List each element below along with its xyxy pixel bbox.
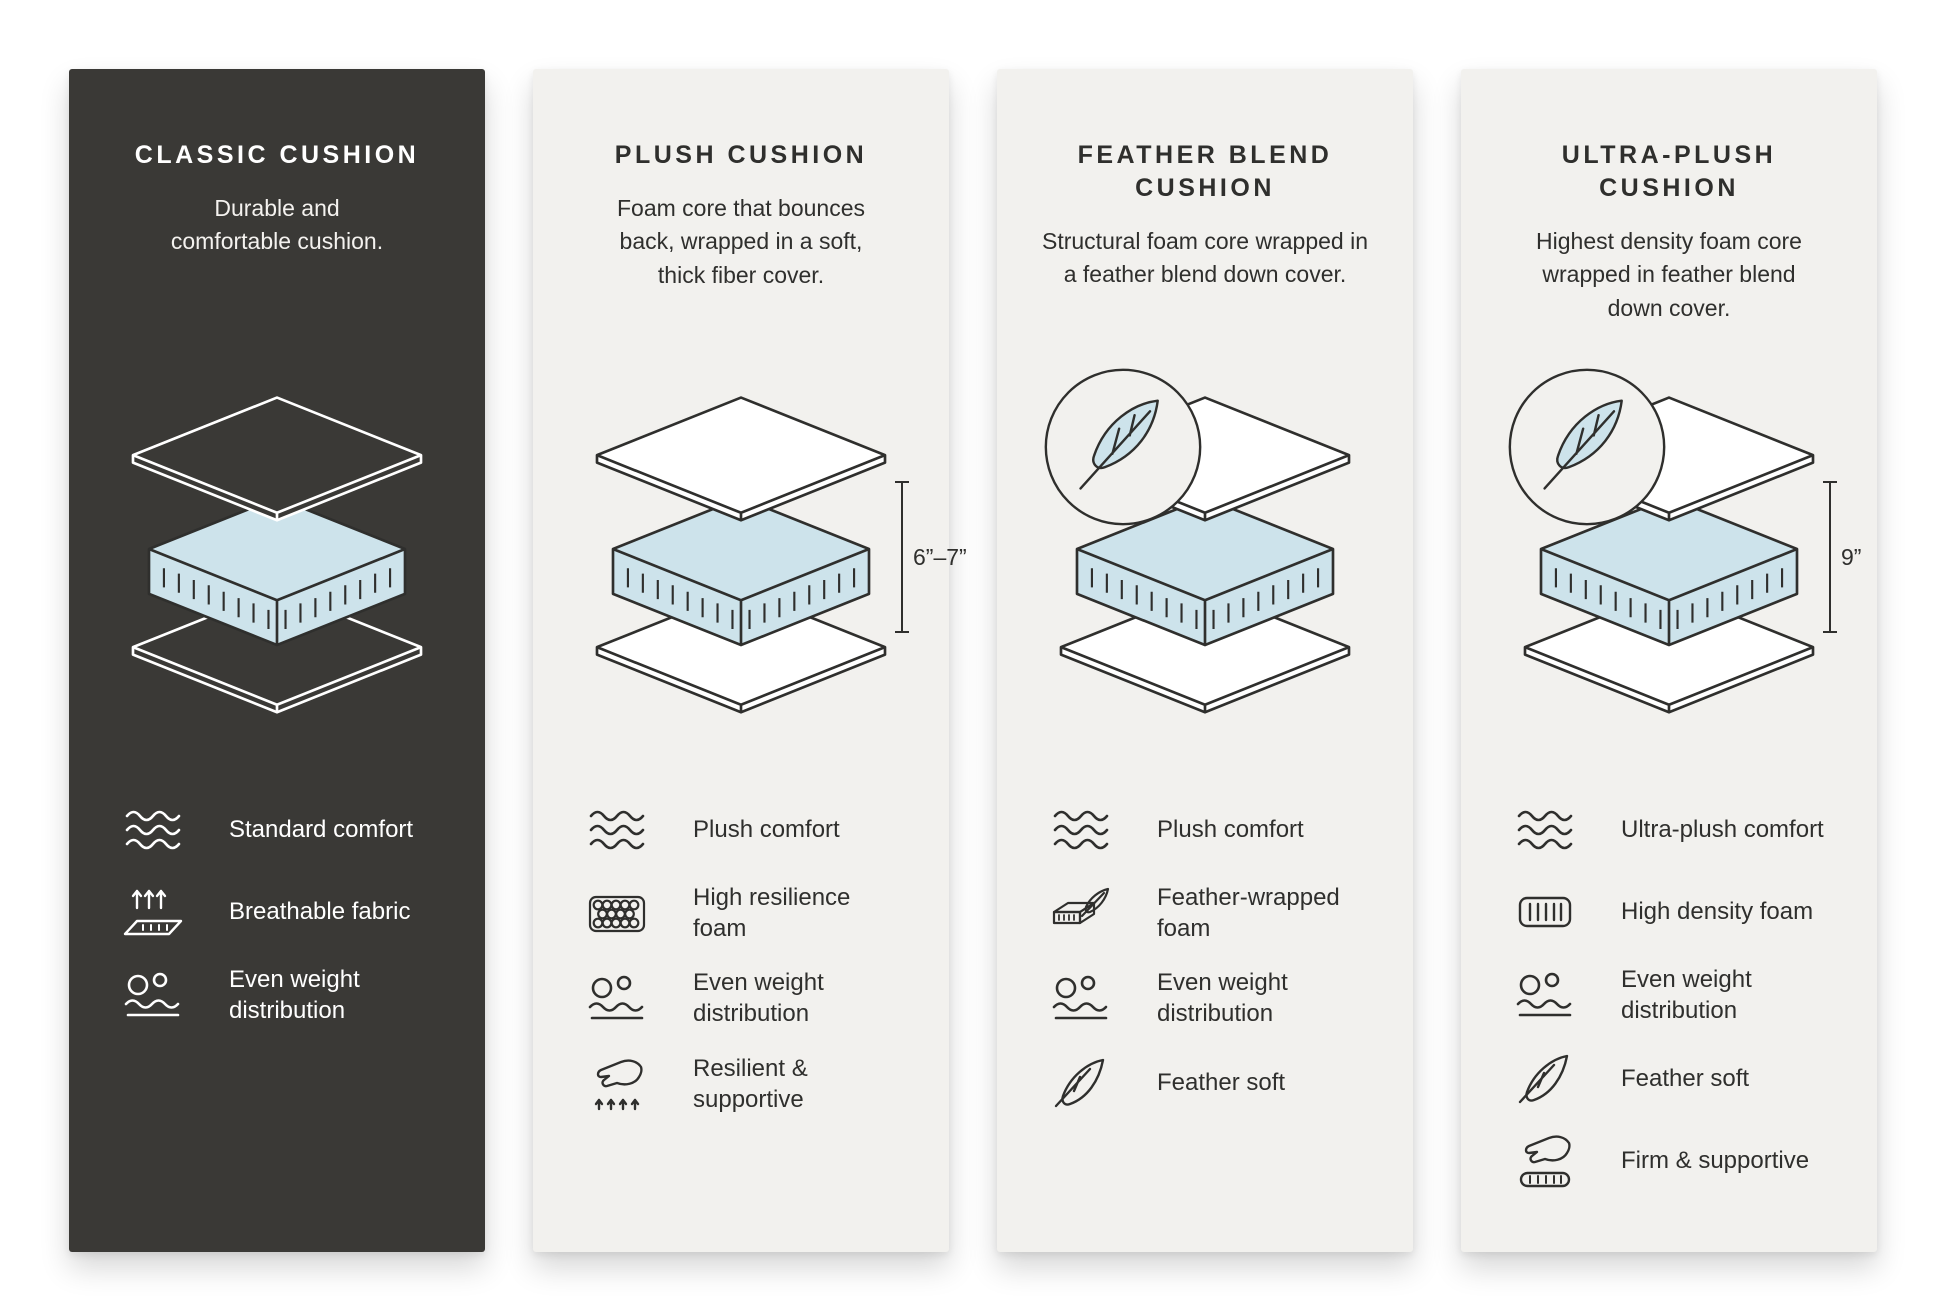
panel-description: Highest density foam core wrapped in fea… [1536, 228, 1802, 321]
feature-item: Breathable fabric [121, 883, 445, 941]
cushion-layers-diagram: 6”–7” [573, 339, 967, 801]
feature-label: Plush comfort [693, 815, 840, 843]
feather-badge-icon [1505, 365, 1669, 529]
feature-label: Even weight distribution [693, 969, 824, 1028]
firm-support-icon [1513, 1133, 1577, 1189]
feature-label: Even weight distribution [1157, 969, 1288, 1028]
dimension-label: 6”–7” [913, 543, 967, 570]
feature-label: Even weight distribution [1621, 966, 1752, 1024]
feather-foam-icon [1049, 886, 1113, 942]
feature-item: Plush comfort [585, 801, 909, 859]
feature-label: High resilience foam [693, 884, 851, 942]
feature-item: Firm & supportive [1513, 1132, 1837, 1190]
feature-label: Breathable fabric [229, 897, 411, 925]
panel-description: Structural foam core wrapped in a feathe… [1042, 228, 1368, 288]
feature-item: Even weight distribution [1513, 965, 1837, 1026]
breathable-icon [121, 884, 185, 940]
panel-title: FEATHER BLEND CUSHION [1077, 141, 1333, 202]
feature-label: Even weight distribution [229, 966, 360, 1024]
feature-item: Even weight distribution [121, 965, 445, 1026]
hand-press-icon [585, 1057, 649, 1113]
panel-description: Foam core that bounces back, wrapped in … [616, 195, 866, 288]
height-dimension: 6”–7” [895, 481, 967, 633]
feature-list: Plush comfort Feather-wrapped foam Even … [1037, 801, 1373, 1112]
height-dimension: 9” [1823, 481, 1862, 633]
weight-distribution-icon [121, 968, 185, 1024]
dimension-line [1823, 481, 1837, 633]
cushion-layers-diagram: 9” [1501, 339, 1861, 801]
feature-label: Feather-wrapped foam [1157, 884, 1340, 942]
feature-list: Standard comfort Breathable fabric Even … [109, 801, 445, 1026]
dense-foam-icon [1513, 884, 1577, 940]
waves-icon [1049, 802, 1113, 858]
cushion-layers-diagram [1037, 339, 1373, 801]
feature-label: Feather soft [1157, 1068, 1286, 1096]
feature-item: Resilient & supportive [585, 1054, 909, 1115]
weight-distribution-icon [585, 971, 649, 1027]
feature-item: Even weight distribution [585, 968, 909, 1029]
panel-ultra-plush-cushion: ULTRA-PLUSH CUSHION Highest density foam… [1461, 69, 1877, 1252]
layered-cushion-illustration [117, 391, 437, 722]
feature-item: Plush comfort [1049, 801, 1373, 859]
panel-header: ULTRA-PLUSH CUSHION Highest density foam… [1501, 139, 1837, 339]
foam-cells-icon [585, 886, 649, 942]
cushion-layers-diagram [109, 339, 445, 801]
feature-label: High density foam [1621, 897, 1814, 925]
panel-feather-blend-cushion: FEATHER BLEND CUSHION Structural foam co… [997, 69, 1413, 1252]
feather-icon [1049, 1055, 1113, 1111]
panel-description: Durable and comfortable cushion. [170, 195, 384, 255]
panel-header: FEATHER BLEND CUSHION Structural foam co… [1037, 139, 1373, 339]
panel-header: CLASSIC CUSHION Durable and comfortable … [109, 139, 445, 339]
feature-item: Ultra-plush comfort [1513, 801, 1837, 859]
panel-title: PLUSH CUSHION [614, 141, 868, 169]
panel-classic-cushion: CLASSIC CUSHION Durable and comfortable … [69, 69, 485, 1252]
panel-header: PLUSH CUSHION Foam core that bounces bac… [573, 139, 909, 339]
dimension-line [895, 481, 909, 633]
panel-title: CLASSIC CUSHION [134, 141, 420, 169]
feature-item: Feather-wrapped foam [1049, 883, 1373, 944]
feather-icon [1513, 1051, 1577, 1107]
feature-item: High density foam [1513, 883, 1837, 941]
feature-label: Feather soft [1621, 1065, 1750, 1093]
feature-list: Ultra-plush comfort High density foam Ev… [1501, 801, 1837, 1190]
feature-item: Feather soft [1513, 1050, 1837, 1108]
weight-distribution-icon [1513, 968, 1577, 1024]
dimension-label: 9” [1841, 543, 1862, 570]
panel-plush-cushion: PLUSH CUSHION Foam core that bounces bac… [533, 69, 967, 1252]
feature-label: Ultra-plush comfort [1621, 815, 1824, 843]
feature-item: Standard comfort [121, 801, 445, 859]
feature-label: Standard comfort [229, 815, 414, 843]
weight-distribution-icon [1049, 971, 1113, 1027]
feature-list: Plush comfort High resilience foam Even … [573, 801, 909, 1115]
feature-label: Resilient & supportive [693, 1054, 808, 1113]
waves-icon [585, 802, 649, 858]
feature-item: Feather soft [1049, 1054, 1373, 1112]
feature-item: Even weight distribution [1049, 968, 1373, 1029]
feature-label: Plush comfort [1157, 815, 1304, 843]
feather-badge-icon [1041, 365, 1205, 529]
waves-icon [121, 802, 185, 858]
feature-item: High resilience foam [585, 883, 909, 944]
waves-icon [1513, 802, 1577, 858]
feature-label: Firm & supportive [1621, 1147, 1810, 1175]
layered-cushion-illustration [581, 391, 901, 722]
panel-title: ULTRA-PLUSH CUSHION [1561, 141, 1777, 202]
